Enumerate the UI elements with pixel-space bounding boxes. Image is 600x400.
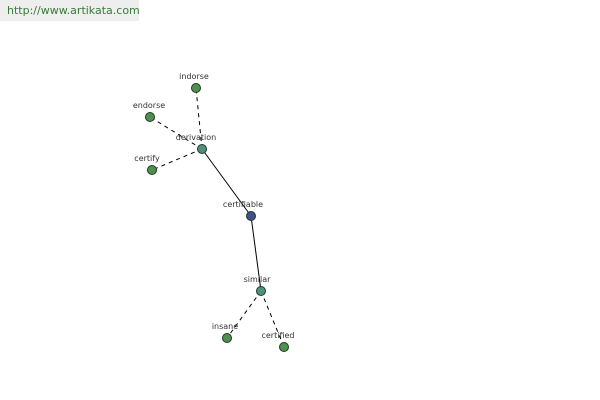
edge-certifiable-similar xyxy=(250,215,262,292)
edge-derivation-endorse xyxy=(149,116,203,150)
node-similar[interactable] xyxy=(256,286,266,296)
node-label-certify[interactable]: certify xyxy=(134,154,160,163)
edges-layer xyxy=(149,87,285,348)
edge-certifiable-derivation xyxy=(201,148,252,217)
node-label-endorse[interactable]: endorse xyxy=(133,101,165,110)
edge-similar-certified xyxy=(260,290,285,348)
node-label-certified[interactable]: certified xyxy=(261,331,294,340)
edge-derivation-indorse xyxy=(195,87,203,150)
node-certifiable[interactable] xyxy=(246,211,256,221)
node-label-certifiable[interactable]: certifiable xyxy=(223,200,263,209)
node-insane[interactable] xyxy=(222,333,232,343)
labels-layer: indorse endorse derivation certify certifiab… xyxy=(133,72,295,340)
node-label-indorse[interactable]: indorse xyxy=(179,72,209,81)
nodes-layer xyxy=(145,83,289,352)
node-label-similar[interactable]: similar xyxy=(244,275,272,284)
node-endorse[interactable] xyxy=(145,112,155,122)
site-url-banner[interactable]: http://www.artikata.com xyxy=(0,0,140,21)
edge-derivation-certify xyxy=(151,148,203,171)
node-indorse[interactable] xyxy=(191,83,201,93)
node-certified[interactable] xyxy=(279,342,289,352)
node-derivation[interactable] xyxy=(197,144,207,154)
node-label-derivation[interactable]: derivation xyxy=(176,133,216,142)
node-certify[interactable] xyxy=(147,165,157,175)
node-label-insane[interactable]: insane xyxy=(212,322,238,331)
edge-similar-insane xyxy=(226,290,262,339)
